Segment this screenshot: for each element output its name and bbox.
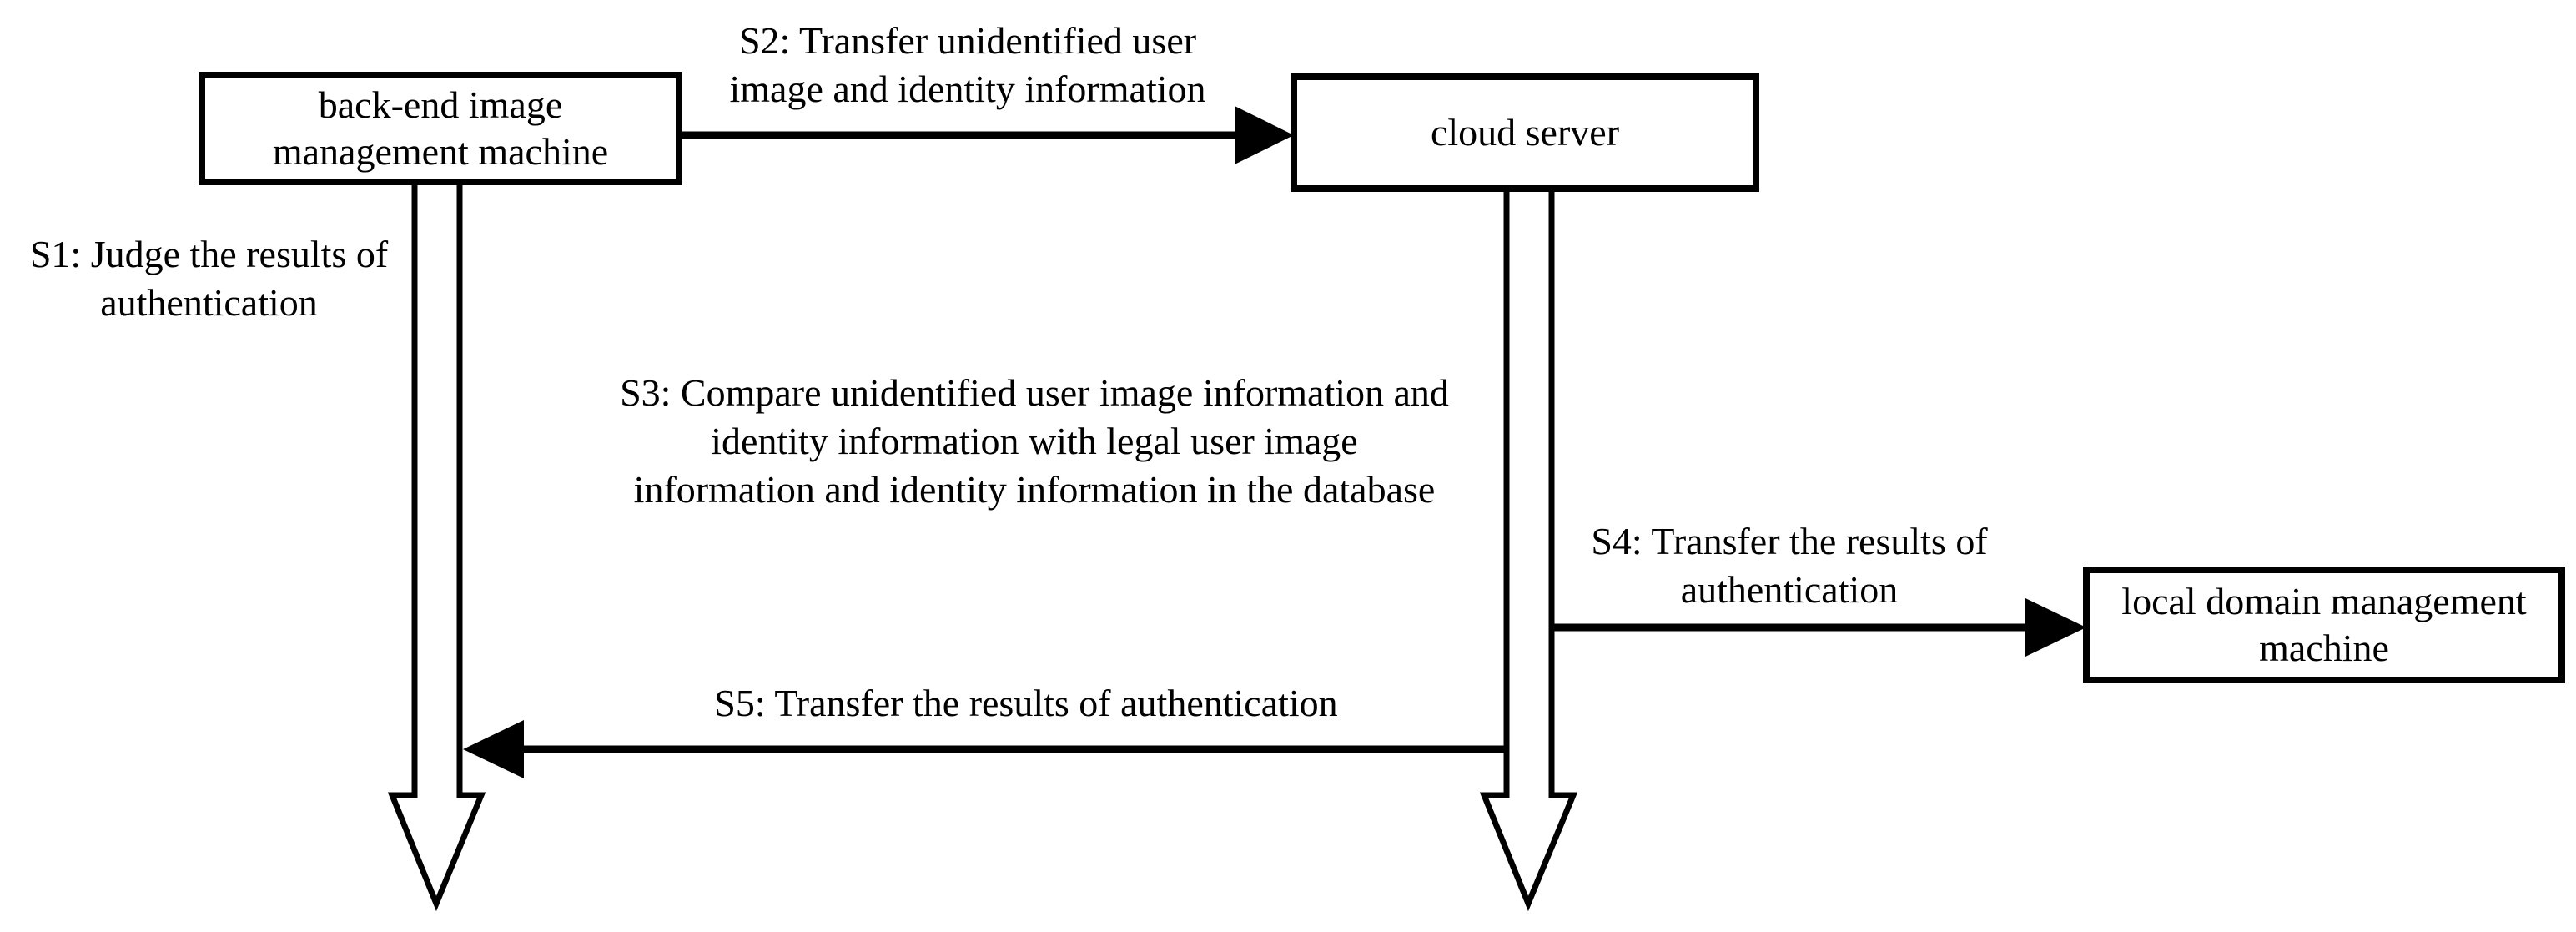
step-s5-label: S5: Transfer the results of authenticati… <box>651 679 1401 728</box>
cloud-timeline-arrow <box>1479 182 1578 912</box>
node-cloud-label: cloud server <box>1430 110 1620 154</box>
node-backend-label-line1: back-end image <box>318 83 563 126</box>
node-backend-label-line2: management machine <box>272 130 609 173</box>
s2-arrowhead <box>1235 106 1294 164</box>
step-s5-line1: S5: Transfer the results of authenticati… <box>714 682 1338 724</box>
step-s1-line2: authentication <box>100 280 318 324</box>
node-local-domain-management-machine: local domain management machine <box>2083 567 2565 683</box>
s5-arrowhead <box>463 720 524 778</box>
s4-arrowhead <box>2025 598 2086 657</box>
step-s3-line2: identity information with legal user ima… <box>711 419 1358 462</box>
node-local-label-line2: machine <box>2259 627 2389 669</box>
step-s3-label: S3: Compare unidentified user image info… <box>542 369 1527 514</box>
step-s2-label: S2: Transfer unidentified user image and… <box>684 17 1251 113</box>
step-s3-line3: information and identity information in … <box>633 467 1436 511</box>
step-s4-line1: S4: Transfer the results of <box>1591 520 1988 562</box>
node-cloud-server: cloud server <box>1291 73 1759 192</box>
step-s1-label: S1: Judge the results of authentication <box>7 230 411 327</box>
backend-timeline-arrow <box>387 175 486 912</box>
node-backend-image-management-machine: back-end image management machine <box>199 72 682 185</box>
step-s4-line2: authentication <box>1680 567 1899 611</box>
step-s4-label: S4: Transfer the results of authenticati… <box>1543 517 2035 614</box>
step-s3-line1: S3: Compare unidentified user image info… <box>620 371 1449 414</box>
node-local-label-line1: local domain management <box>2121 579 2527 622</box>
step-s1-line1: S1: Judge the results of <box>29 233 389 275</box>
step-s2-line1: S2: Transfer unidentified user <box>738 19 1197 62</box>
step-s2-line2: image and identity information <box>729 67 1206 110</box>
